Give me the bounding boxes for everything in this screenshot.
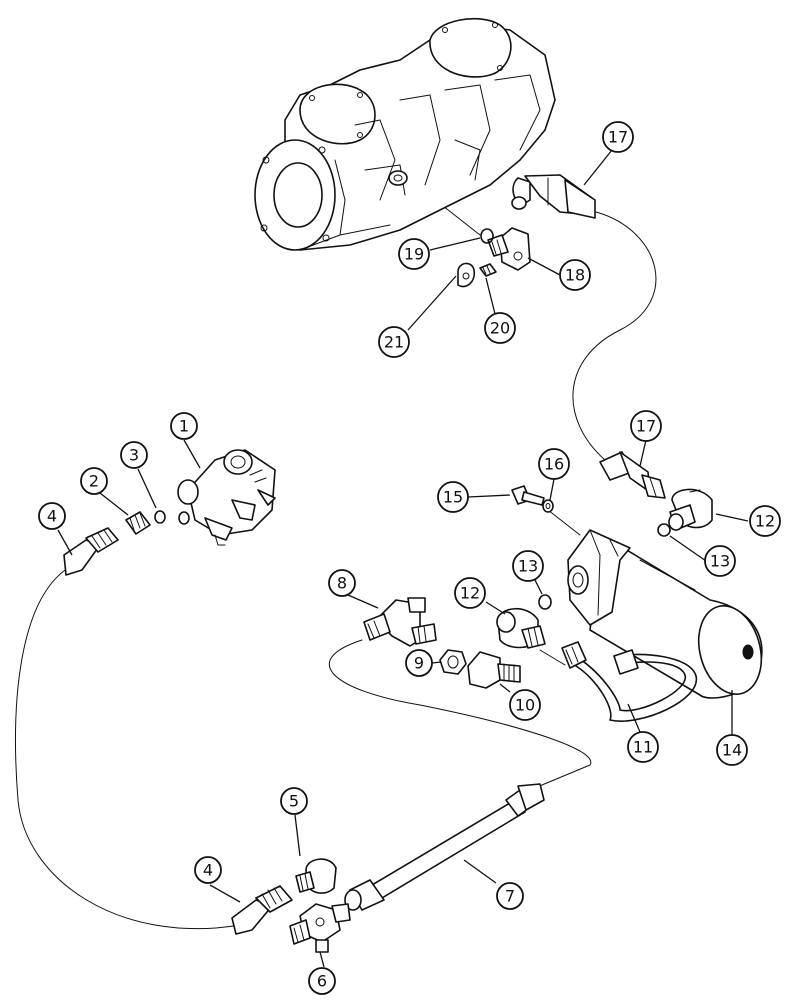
callout-3: 3: [120, 441, 148, 469]
hose-lines: [15, 179, 657, 930]
part-9-nut: [439, 649, 467, 675]
hose-line-right: [572, 211, 657, 461]
callout-17-upper: 17: [602, 121, 634, 153]
part-13-o-ring-upper: [657, 523, 671, 537]
part-20-fitting: [479, 263, 497, 277]
callout-12-upper: 12: [749, 505, 781, 537]
pump-flange-inner: [273, 162, 323, 228]
callout-21: 21: [378, 326, 410, 358]
callout-10: 10: [509, 689, 541, 721]
callout-label: 4: [47, 507, 57, 526]
callout-6: 6: [308, 967, 336, 995]
part-3-o-ring: [154, 510, 166, 524]
hose-line-filter-link: [539, 649, 566, 666]
part-18-elbow-fitting: [487, 227, 531, 271]
callout-label: 1: [179, 417, 189, 436]
callout-label: 15: [443, 488, 463, 507]
callout-19: 19: [398, 238, 430, 270]
callout-label: 7: [505, 887, 515, 906]
callout-label: 3: [129, 446, 139, 465]
hose-line-left-loop: [15, 567, 241, 930]
callout-label: 14: [722, 741, 742, 760]
callout-label: 17: [636, 417, 656, 436]
alignment-line-upper: [547, 509, 581, 536]
hydraulic-pump: [254, 17, 556, 251]
callout-label: 12: [460, 584, 480, 603]
callout-5: 5: [280, 787, 308, 815]
callout-label: 2: [89, 472, 99, 491]
callout-1: 1: [170, 412, 198, 440]
pump-outlet-port: [388, 170, 408, 186]
callout-label: 12: [755, 512, 775, 531]
pump-body: [279, 24, 556, 251]
callout-14: 14: [716, 734, 748, 766]
callout-16: 16: [538, 448, 570, 480]
callout-label: 17: [608, 128, 628, 147]
callout-label: 21: [384, 333, 404, 352]
part-12-elbow-lower: [496, 607, 546, 649]
pump-flange: [254, 139, 336, 251]
leader-lines: [57, 149, 749, 968]
part-5-elbow: [295, 858, 337, 894]
callout-4-left: 4: [38, 502, 66, 530]
callout-13-upper: 13: [704, 545, 736, 577]
callout-13-lower: 13: [512, 550, 544, 582]
part-7-tube: [344, 783, 545, 911]
part-21-clip: [457, 262, 476, 288]
callout-label: 9: [414, 654, 424, 673]
callout-7: 7: [496, 882, 524, 910]
part-10-adapter: [467, 651, 521, 689]
part-4-hose-end-left: [63, 527, 119, 576]
callout-9: 9: [405, 649, 433, 677]
callout-label: 11: [633, 738, 653, 757]
part-2-adapter: [125, 511, 151, 535]
part-16-washer: [542, 499, 554, 513]
part-14-filter: [567, 529, 763, 699]
callout-label: 19: [404, 245, 424, 264]
part-11-bent-tube: [561, 641, 697, 722]
part-17-hose-end-lower: [599, 451, 666, 499]
hose-line-tee-to-tube: [328, 639, 592, 791]
part-4-hose-end-lower: [231, 885, 293, 935]
callout-12-lower: 12: [454, 577, 486, 609]
callout-17-lower: 17: [630, 410, 662, 442]
part-19-o-ring: [480, 228, 494, 244]
part-12-elbow-upper: [668, 488, 713, 531]
callout-label: 6: [317, 972, 327, 991]
callout-11: 11: [627, 731, 659, 763]
callout-label: 5: [289, 792, 299, 811]
part-17-hose-end-upper: [511, 174, 596, 219]
callout-label: 18: [565, 266, 585, 285]
callout-label: 20: [490, 319, 510, 338]
callout-label: 16: [544, 455, 564, 474]
callout-20: 20: [484, 312, 516, 344]
callout-8: 8: [328, 569, 356, 597]
callout-18: 18: [559, 259, 591, 291]
callout-label: 10: [515, 696, 535, 715]
part-13-o-ring-lower: [538, 594, 552, 610]
callout-4-lower: 4: [194, 856, 222, 884]
callout-label: 4: [203, 861, 213, 880]
part-8-tee: [363, 597, 437, 647]
part-1-valve: [177, 449, 276, 546]
pump-rear-cover: [429, 17, 512, 78]
pump-front-cover: [299, 83, 376, 145]
callout-label: 8: [337, 574, 347, 593]
callout-label: 13: [518, 557, 538, 576]
callout-2: 2: [80, 467, 108, 495]
part-6-cross: [289, 903, 351, 953]
callout-label: 13: [710, 552, 730, 571]
part-15-bolt: [511, 485, 545, 506]
callout-15: 15: [437, 481, 469, 513]
